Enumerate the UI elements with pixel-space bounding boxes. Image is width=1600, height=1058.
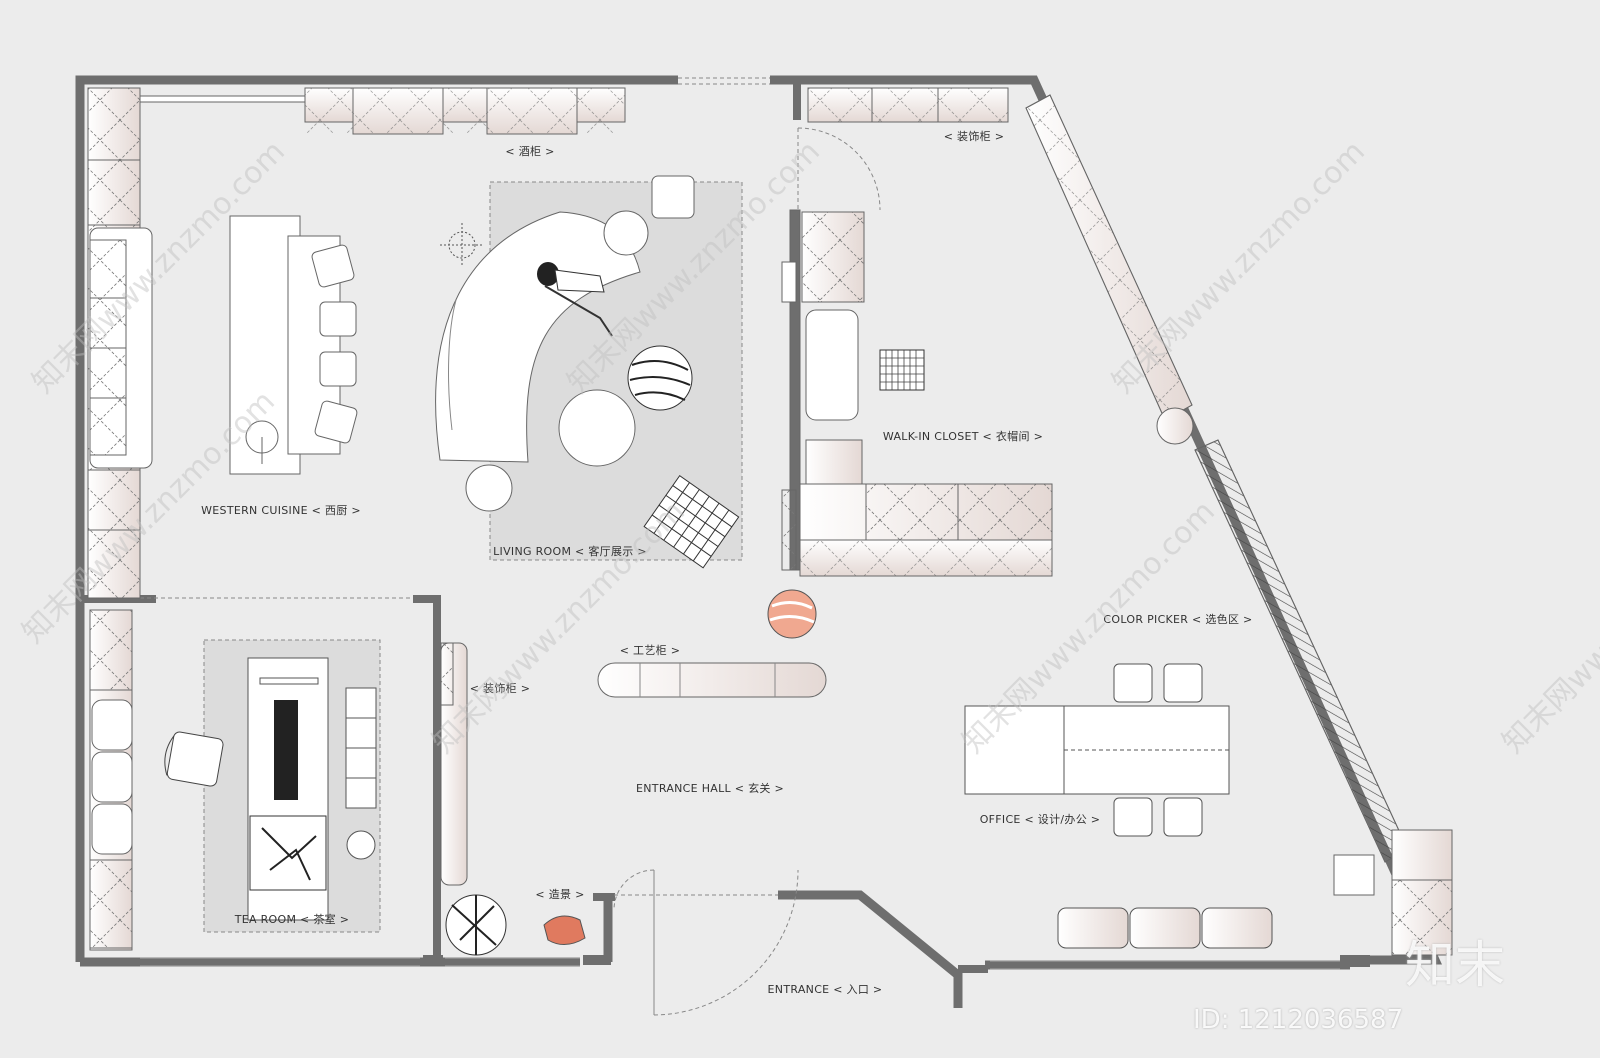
crosshair-lamp xyxy=(440,223,484,267)
kitchen-island xyxy=(229,215,358,475)
north-door xyxy=(678,77,770,85)
label-entrance-hall: ENTRANCE HALL < 玄关 > xyxy=(636,782,784,795)
windows xyxy=(140,957,1340,970)
tea-west-cabinets xyxy=(89,609,133,951)
tea-armchair xyxy=(164,731,224,787)
wine-cabinet xyxy=(139,87,626,135)
office-desk xyxy=(964,705,1230,795)
entrance-hall xyxy=(440,589,827,886)
office xyxy=(964,663,1273,949)
living-room xyxy=(435,175,743,569)
brand-logo-text: 知末 xyxy=(1405,936,1505,994)
closet-door xyxy=(797,127,881,211)
woven-ottoman xyxy=(879,349,925,391)
east-corner-cabinet xyxy=(1333,829,1453,956)
wall-north-west xyxy=(75,75,678,962)
wall-entrance-angle xyxy=(778,890,963,1008)
red-rock xyxy=(543,915,586,945)
office-sofa xyxy=(1057,907,1273,949)
label-entrance: ENTRANCE < 入口 > xyxy=(767,983,883,996)
grid-chair xyxy=(643,475,740,569)
tea-stools xyxy=(345,687,377,860)
label-deco-cabinet-side: < 装饰柜 > xyxy=(469,682,531,695)
label-craft-cabinet: < 工艺柜 > xyxy=(619,644,681,657)
label-living-room: LIVING ROOM < 客厅展示 > xyxy=(493,545,647,558)
person-figure xyxy=(537,262,613,337)
entrance-door xyxy=(613,869,799,1016)
deco-cabinet-top xyxy=(807,87,1009,123)
walk-in-closet xyxy=(781,209,1053,577)
label-walk-in-closet: WALK-IN CLOSET < 衣帽间 > xyxy=(882,430,1044,443)
tea-room xyxy=(164,639,381,933)
side-table-square xyxy=(651,175,695,219)
label-deco-cabinet-top: < 装饰柜 > xyxy=(943,130,1005,143)
walls xyxy=(75,75,1442,1008)
bar-stools xyxy=(311,244,358,444)
label-scenery: < 造景 > xyxy=(535,888,585,901)
label-tea-room: TEA ROOM < 茶室 > xyxy=(234,913,350,926)
east-cabinets xyxy=(1025,94,1409,863)
scenery xyxy=(445,894,586,956)
interior-walls xyxy=(80,80,1370,973)
label-western-cuisine: WESTERN CUISINE < 西厨 > xyxy=(201,504,361,517)
label-color-picker: COLOR PICKER < 选色区 > xyxy=(1103,613,1253,626)
craft-cabinet xyxy=(597,662,827,698)
image-id-label: ID: 1212036587 xyxy=(1193,1005,1404,1035)
label-wine-cabinet: < 酒柜 > xyxy=(505,145,555,158)
label-office: OFFICE < 设计/办公 > xyxy=(979,813,1101,826)
west-cabinets xyxy=(87,87,153,599)
decor-ball xyxy=(767,589,817,639)
